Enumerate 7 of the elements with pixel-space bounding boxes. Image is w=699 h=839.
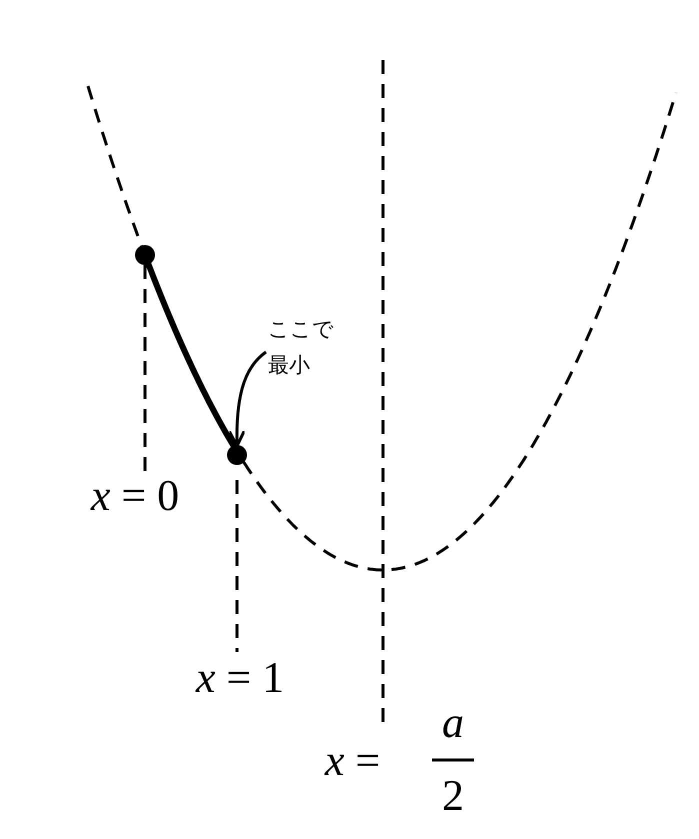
math-label: x = 1 <box>194 652 286 704</box>
curved-arrow <box>228 350 267 448</box>
math-label: a <box>441 697 465 749</box>
math-label: x = 0 <box>89 470 180 522</box>
math-label: 2 <box>441 770 465 822</box>
annotation-text: ここで最小 <box>268 316 335 379</box>
math-label: x = <box>323 735 382 787</box>
